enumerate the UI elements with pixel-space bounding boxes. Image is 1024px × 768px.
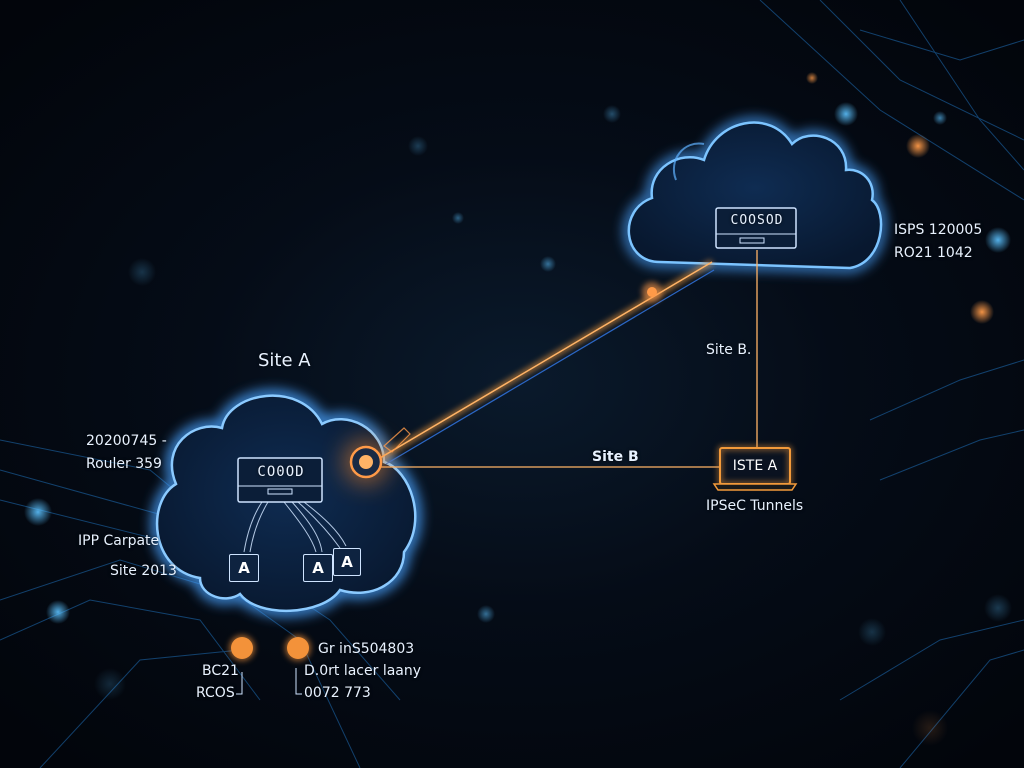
device-badge: A: [333, 548, 361, 576]
legend-item-2-line-3: 0072 773: [304, 685, 371, 701]
site-a-title: Site A: [258, 350, 311, 371]
legend-item-2-line-2: D.0rt lacer laany: [304, 663, 422, 679]
site-a-id-label: 20200745 -: [86, 433, 167, 449]
device-badge: A: [303, 554, 333, 582]
ipp-capable-label: IPP Carpate: [78, 533, 160, 549]
ipsec-tunnels-label: IPSeC Tunnels: [706, 498, 804, 514]
legend-dots: [229, 635, 311, 695]
site-a-router-icon: [237, 457, 323, 503]
laptop-label: ISTE A: [732, 458, 778, 474]
background-bokeh: [24, 72, 1012, 746]
vpn-links: [378, 250, 759, 469]
site-b-link-label: Site B: [592, 449, 639, 465]
legend-item-1-line-1: BC21: [202, 663, 239, 679]
isps-sub-label: RO21 1042: [894, 245, 973, 261]
isps-label: ISPS 120005: [894, 222, 983, 238]
remote-router-icon: [715, 207, 797, 249]
remote-cloud: [624, 117, 887, 274]
site-b-upper-label: Site B.: [706, 342, 752, 358]
legend-item-2-line-1: Gr inS504803: [318, 641, 415, 657]
site-year-label: Site 2013: [110, 563, 177, 579]
legend-item-1-line-2: RCOS: [196, 685, 235, 701]
remote-router-display: COOSOD: [730, 213, 784, 228]
router-device-links: [243, 501, 347, 553]
gateway-node: [344, 427, 411, 484]
site-a-router-display: CO0OD: [257, 464, 305, 480]
device-badge: A: [229, 554, 259, 582]
laptop-icon: [712, 445, 798, 491]
site-a-router-label: Rouler 359: [86, 456, 162, 472]
site-a-cloud: [151, 389, 422, 617]
